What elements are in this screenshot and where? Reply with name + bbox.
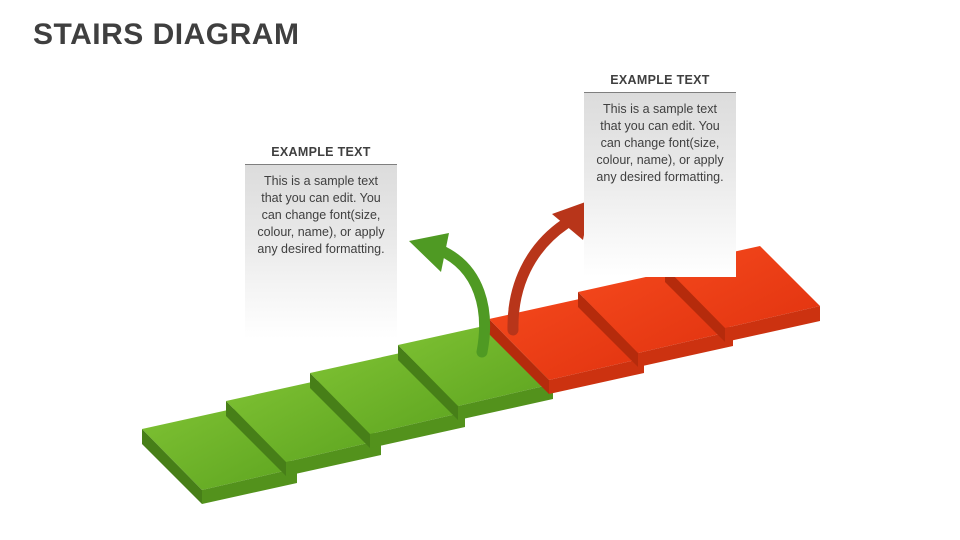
step-1[interactable] bbox=[142, 408, 297, 504]
callout-1-title: EXAMPLE TEXT bbox=[245, 145, 397, 165]
callout-2-title: EXAMPLE TEXT bbox=[584, 73, 736, 93]
callout-1-body: This is a sample text that you can edit.… bbox=[245, 165, 397, 339]
step-2[interactable] bbox=[226, 380, 381, 476]
step-6[interactable] bbox=[578, 271, 733, 367]
callout-2[interactable]: EXAMPLE TEXT This is a sample text that … bbox=[584, 73, 736, 277]
callout-2-body: This is a sample text that you can edit.… bbox=[584, 93, 736, 277]
step-3[interactable] bbox=[310, 352, 465, 448]
callout-1[interactable]: EXAMPLE TEXT This is a sample text that … bbox=[245, 145, 397, 339]
page-title: STAIRS DIAGRAM bbox=[33, 18, 300, 51]
